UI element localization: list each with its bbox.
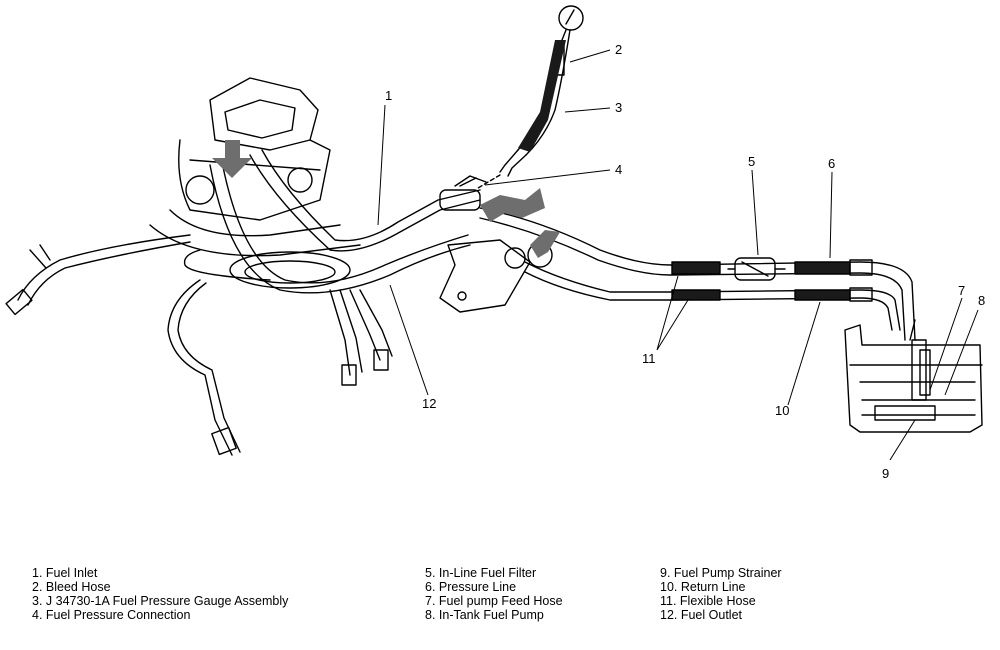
legend-item: 3. J 34730-1A Fuel Pressure Gauge Assemb…: [32, 594, 289, 608]
wiring-harness-left: [5, 234, 351, 456]
fuel-inlet-line: [209, 161, 471, 294]
pressure-connection: [439, 175, 487, 211]
callout-7: 7: [958, 283, 965, 298]
legend-item: 10. Return Line: [660, 580, 746, 594]
fuel-filter-icon: [727, 257, 786, 281]
flow-arrow: [212, 140, 252, 178]
legend-item: 8. In-Tank Fuel Pump: [425, 608, 544, 622]
return-line: [524, 261, 901, 331]
mounting-bracket: [439, 239, 553, 313]
callout-8: 8: [978, 293, 985, 308]
legend-item: 12. Fuel Outlet: [660, 608, 742, 622]
pressure-line: [479, 207, 916, 341]
legend-item: 1. Fuel Inlet: [32, 566, 98, 580]
legend-item: 7. Fuel pump Feed Hose: [425, 594, 563, 608]
fuel-tank-icon: [844, 319, 983, 433]
callout-3: 3: [615, 100, 622, 115]
engine-assembly-icon: [149, 77, 361, 257]
flow-arrow: [530, 230, 560, 258]
callout-1: 1: [385, 88, 392, 103]
flexible-hose: [671, 261, 851, 301]
callout-10: 10: [775, 403, 789, 418]
legend-item: 4. Fuel Pressure Connection: [32, 608, 191, 622]
fuel-outlet-line: [249, 149, 481, 252]
bleed-hose-texture: [518, 40, 566, 152]
callout-4: 4: [615, 162, 622, 177]
leader-lines: [377, 49, 979, 461]
legend-column-2: 5. In-Line Fuel Filter 6. Pressure Line …: [425, 566, 563, 622]
callout-2: 2: [615, 42, 622, 57]
fuel-system-diagram: 1 2 3 4 5 6 7 8 9 10 11 12: [5, 5, 985, 481]
legend-column-1: 1. Fuel Inlet 2. Bleed Hose 3. J 34730-1…: [32, 566, 288, 622]
legend-item: 5. In-Line Fuel Filter: [425, 566, 537, 580]
callout-12: 12: [422, 396, 436, 411]
legend-item: 9. Fuel Pump Strainer: [660, 566, 782, 580]
legend-item: 11. Flexible Hose: [660, 594, 756, 608]
flow-arrow: [480, 188, 545, 222]
callout-6: 6: [828, 156, 835, 171]
gauge-connection-dashed: [477, 174, 501, 189]
callout-5: 5: [748, 154, 755, 169]
callout-11: 11: [642, 351, 656, 366]
pressure-gauge-icon: [499, 5, 584, 177]
callout-9: 9: [882, 466, 889, 481]
legend-item: 2. Bleed Hose: [32, 580, 111, 594]
hose-fittings: [849, 259, 873, 302]
flow-arrows: [212, 140, 560, 258]
legend-column-3: 9. Fuel Pump Strainer 10. Return Line 11…: [660, 566, 782, 622]
injector-leads: [329, 289, 393, 386]
legend-item: 6. Pressure Line: [425, 580, 517, 594]
